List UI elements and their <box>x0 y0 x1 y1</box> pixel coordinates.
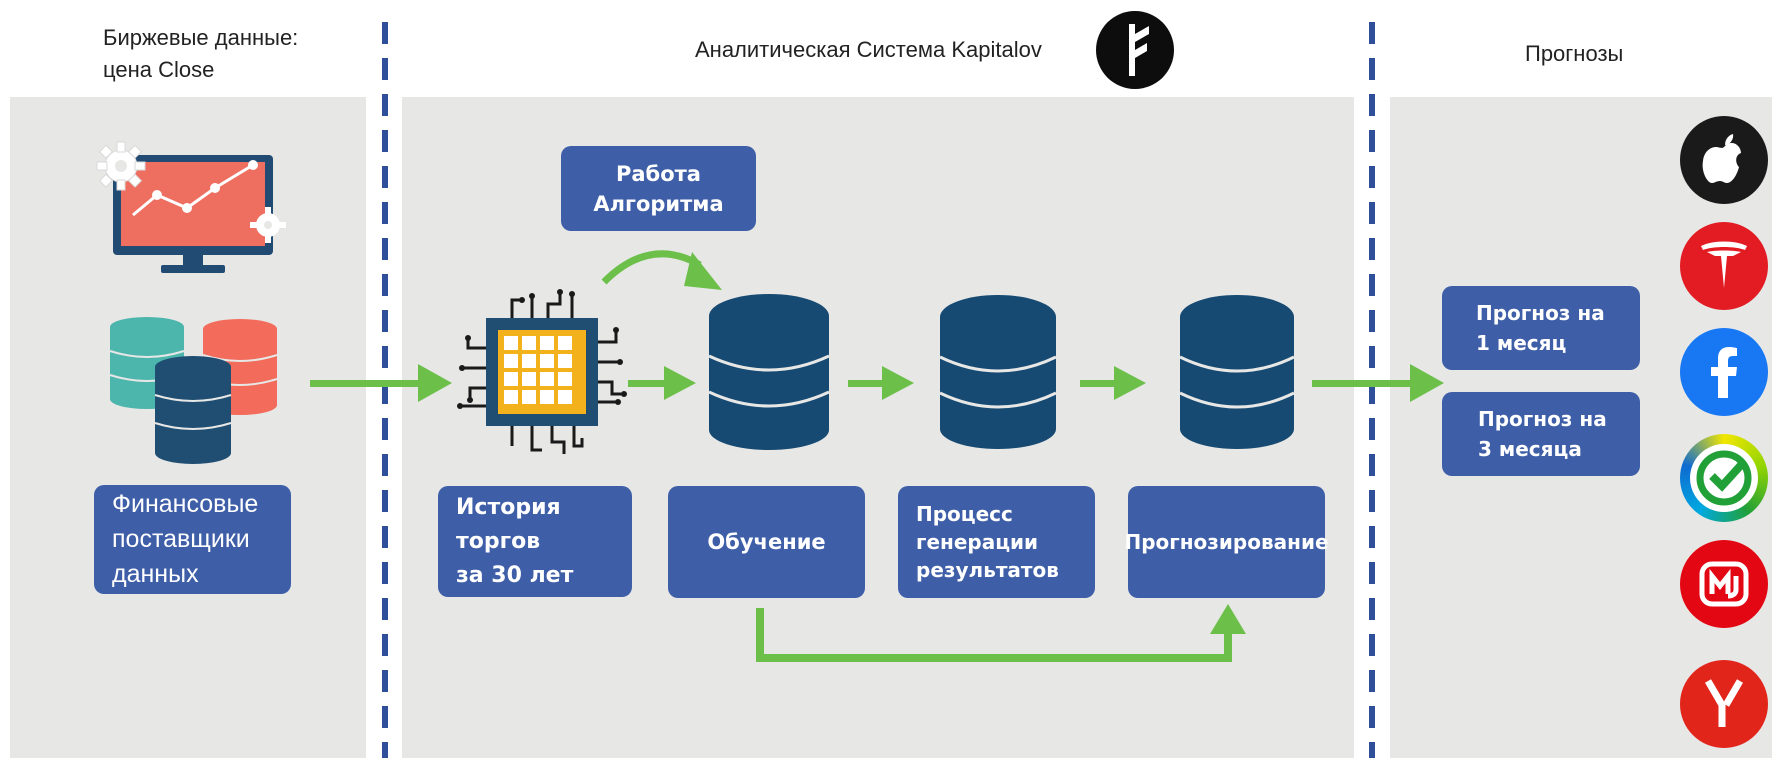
generation-line1: Процесс <box>916 502 1013 526</box>
forecast-1m-line2: 1 месяц <box>1476 331 1567 355</box>
history-line1: История торгов <box>456 494 561 554</box>
forecast-title: Прогнозы <box>1525 41 1624 66</box>
separator-left <box>382 22 388 758</box>
providers-box: Финансовые поставщики данных <box>94 485 291 594</box>
arrow-algorithm-curve <box>601 250 702 285</box>
providers-line3: данных <box>112 560 199 588</box>
monitor-chart-icon <box>113 155 273 273</box>
algorithm-line2: Алгоритма <box>593 191 724 216</box>
forecast-3m-line2: 3 месяца <box>1478 437 1582 461</box>
generation-line2: генерации <box>916 530 1039 554</box>
cpu-chip-icon <box>457 289 627 454</box>
kapitalov-logo-icon <box>1096 11 1174 89</box>
providers-line2: поставщики <box>112 525 250 553</box>
providers-line1: Финансовые <box>112 490 259 518</box>
forecast-1m-line1: Прогноз на <box>1476 301 1605 325</box>
tesla-icon <box>1680 222 1768 310</box>
arrow-to-forecasting <box>1080 380 1120 387</box>
forecasting-box: Прогнозирование <box>1124 486 1329 598</box>
facebook-icon <box>1680 328 1768 416</box>
arrow-to-generation <box>848 380 888 387</box>
source-title: Биржевые данные: цена Close <box>103 22 298 86</box>
forecasting-label: Прогнозирование <box>1124 530 1329 554</box>
gear-icon <box>96 141 146 191</box>
arrow-bypass <box>756 608 1232 662</box>
algorithm-box: Работа Алгоритма <box>561 146 756 231</box>
forecasting-database-icon <box>1179 295 1295 449</box>
training-label: Обучение <box>707 530 826 554</box>
generation-box: Процесс генерации результатов <box>898 486 1095 598</box>
training-database-icon <box>708 294 830 450</box>
forecast-1m-box: Прогноз на 1 месяц <box>1442 286 1640 370</box>
gear-small-icon <box>250 207 286 243</box>
history-box: История торгов за 30 лет <box>438 486 632 597</box>
data-sources-icon <box>109 317 278 464</box>
source-title-line2: цена Close <box>103 57 215 82</box>
arrow-to-forecasts <box>1312 380 1416 387</box>
forecast-3m-box: Прогноз на 3 месяца <box>1442 392 1640 476</box>
apple-icon <box>1680 116 1768 204</box>
sber-icon <box>1680 434 1768 522</box>
generation-line3: результатов <box>916 558 1059 582</box>
training-box: Обучение <box>668 486 865 598</box>
generation-database-icon <box>939 295 1057 449</box>
arrow-to-history <box>310 380 422 387</box>
magnit-icon <box>1680 540 1768 628</box>
source-title-line1: Биржевые данные: <box>103 25 299 50</box>
system-title: Аналитическая Система Kapitalov <box>695 37 1042 62</box>
forecast-3m-line1: Прогноз на <box>1478 407 1607 431</box>
separator-right <box>1369 22 1375 758</box>
yandex-icon <box>1680 660 1768 748</box>
algorithm-line1: Работа <box>615 161 701 186</box>
arrow-to-training <box>628 380 670 387</box>
history-line2: за 30 лет <box>456 562 574 588</box>
